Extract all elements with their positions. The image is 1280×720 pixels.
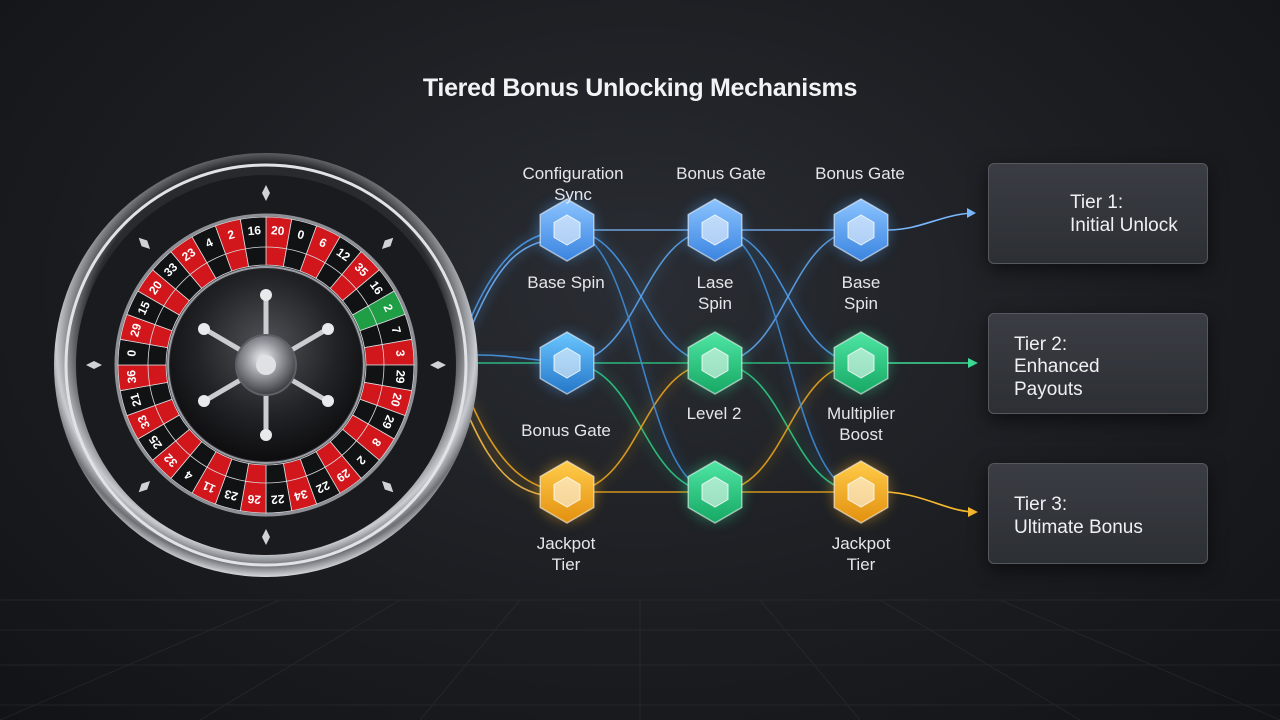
wheel-number: 20 — [270, 223, 285, 238]
node-label-multiplier-boost: Multiplier Boost — [826, 404, 896, 444]
tier-subtitle: Enhanced Payouts — [1014, 356, 1100, 400]
node-label-lase-spin: Lase Spin — [696, 273, 734, 313]
wheel-diamond — [381, 480, 394, 493]
wheel-number: 0 — [124, 349, 139, 357]
wheel-number: 22 — [270, 492, 285, 507]
column-label-bonus-gate-2: Bonus Gate — [815, 164, 905, 183]
floor-grid — [0, 599, 1280, 720]
hex-node-r3-c3[interactable] — [831, 460, 891, 524]
wheel-number: 22 — [314, 478, 332, 496]
column-label-bonus-gate-1: Bonus Gate — [676, 164, 766, 183]
wheel-number: 16 — [247, 223, 262, 238]
wheel-number: 33 — [135, 413, 153, 431]
tier-card-1[interactable]: Tier 1: Initial Unlock — [988, 163, 1208, 264]
wheel-diamond — [262, 529, 270, 545]
hex-node-r1-c2[interactable] — [685, 198, 745, 262]
node-label-level-2: Level 2 — [686, 404, 742, 423]
wheel-number: 21 — [127, 391, 144, 408]
tier-title: Tier 3: — [1014, 494, 1068, 515]
tier-card-3[interactable]: Tier 3: Ultimate Bonus — [988, 463, 1208, 564]
wheel-number: 20 — [388, 392, 405, 409]
tier-arrows — [887, 208, 978, 517]
wheel-number: 29 — [393, 369, 408, 384]
tier-card-2[interactable]: Tier 2: Enhanced Payouts — [988, 313, 1208, 414]
wheel-number: 7 — [389, 325, 404, 335]
wheel-number: 34 — [292, 487, 309, 504]
page-title: Tiered Bonus Unlocking Mechanisms — [422, 74, 858, 102]
wheel-pocket — [239, 216, 267, 267]
node-grid — [537, 198, 891, 524]
node-label-jackpot-tier-2: Jackpot Tier — [831, 534, 891, 574]
wheel-number: 23 — [223, 487, 240, 504]
tier-title: Tier 2: — [1014, 334, 1068, 355]
hex-node-r2-c2[interactable] — [685, 331, 745, 395]
hex-node-r2-c3[interactable] — [831, 331, 891, 395]
hex-node-r3-c2[interactable] — [685, 460, 745, 524]
wheel-number: 11 — [200, 478, 218, 496]
wheel-number: 29 — [127, 322, 144, 339]
hex-node-r1-c1[interactable] — [537, 198, 597, 262]
hex-node-r3-c1[interactable] — [537, 460, 597, 524]
node-label-bonus-gate: Bonus Gate — [521, 421, 611, 440]
wheel-number: 2 — [226, 227, 236, 242]
column-label-configuration-sync: Configuration Sync — [522, 164, 624, 204]
wheel-diamond — [262, 185, 270, 201]
tier-subtitle: Ultimate Bonus — [1014, 517, 1143, 538]
wheel-number: 3 — [393, 349, 408, 357]
wheel-number: 15 — [135, 299, 153, 317]
tier-title: Tier 1: — [1070, 192, 1124, 213]
hex-node-r2-c1[interactable] — [537, 331, 597, 395]
wheel-diamond — [85, 361, 102, 369]
wheel-number: 36 — [124, 369, 139, 384]
flow-lines — [463, 227, 864, 501]
wheel-number: 26 — [247, 492, 262, 507]
node-label-base-spin-1: Base Spin — [527, 273, 605, 292]
node-label-base-spin-2: Base Spin — [841, 273, 881, 313]
node-label-jackpot-tier-1: Jackpot Tier — [536, 534, 596, 574]
wheel-number: 29 — [379, 413, 397, 431]
wheel-diamond — [138, 237, 151, 250]
wheel-number: 0 — [296, 227, 306, 242]
wheel-diamond — [381, 237, 394, 250]
wheel-diamond — [430, 361, 446, 369]
tier-subtitle: Initial Unlock — [1070, 215, 1178, 236]
hex-node-r1-c3[interactable] — [831, 198, 891, 262]
